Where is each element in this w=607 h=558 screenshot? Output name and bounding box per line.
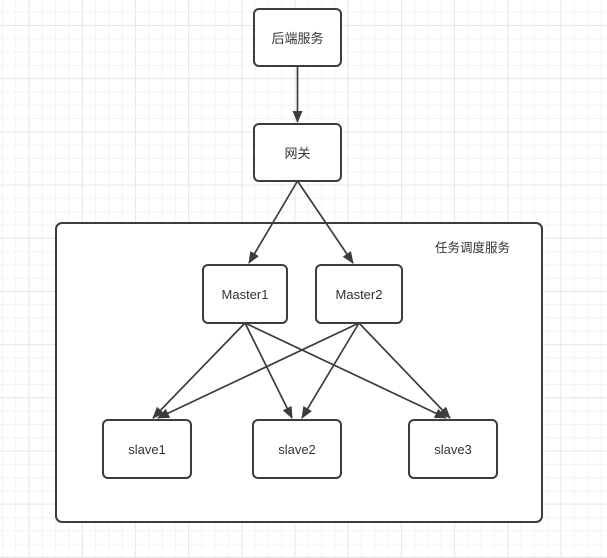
node-label: Master2 bbox=[335, 286, 383, 302]
node-slave3[interactable]: slave3 bbox=[408, 419, 498, 479]
node-backend-service[interactable]: 后端服务 bbox=[253, 8, 342, 67]
node-label: 后端服务 bbox=[271, 31, 324, 46]
node-master1[interactable]: Master1 bbox=[202, 264, 288, 324]
node-label: 网关 bbox=[284, 146, 311, 161]
group-label: 任务调度服务 bbox=[434, 241, 510, 255]
node-label: slave2 bbox=[278, 441, 316, 457]
node-label: slave1 bbox=[128, 441, 166, 457]
node-master2[interactable]: Master2 bbox=[315, 264, 403, 324]
node-slave2[interactable]: slave2 bbox=[252, 419, 342, 479]
node-slave1[interactable]: slave1 bbox=[102, 419, 192, 479]
node-gateway[interactable]: 网关 bbox=[253, 123, 342, 182]
node-label: slave3 bbox=[434, 441, 472, 457]
node-label: Master1 bbox=[221, 286, 269, 302]
